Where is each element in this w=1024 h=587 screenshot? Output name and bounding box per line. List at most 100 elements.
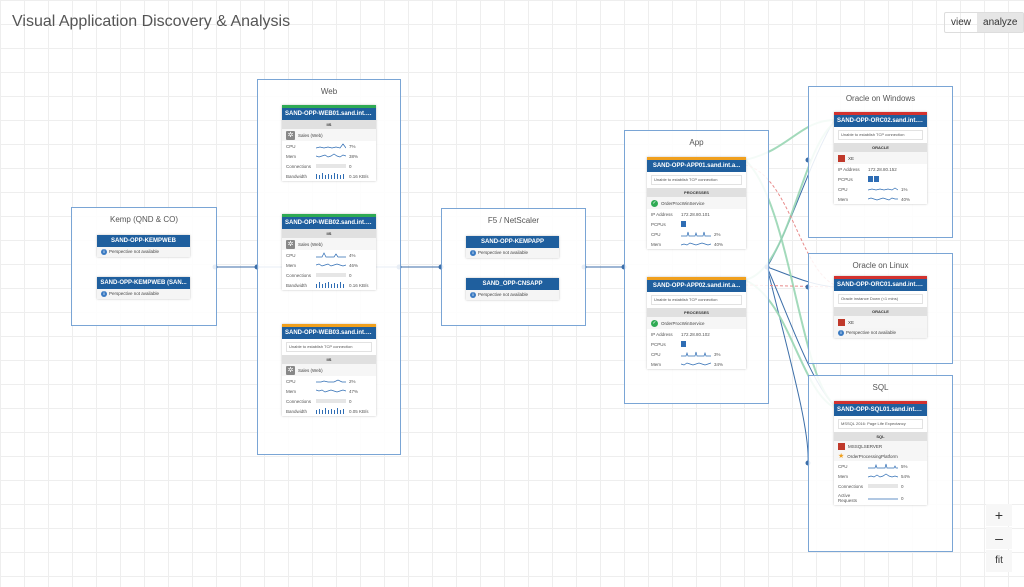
bar-sparkline	[316, 282, 344, 288]
site-row[interactable]: ✲Sales (Web)	[282, 238, 376, 250]
node-name[interactable]: SAND-OPP-WEB01.sand.int.a...	[282, 108, 376, 120]
node-card[interactable]: SAND-OPP-WEB03.sand.int.a... Unable to e…	[282, 324, 376, 416]
info-icon: i	[101, 290, 107, 297]
instance-row[interactable]: XE	[834, 316, 927, 328]
node-card[interactable]: SAND-OPP-ORC02.sand.int.a... Unable to e…	[834, 112, 927, 204]
node-card[interactable]: SAND-OPP-APP01.sand.int.a... Unable to e…	[647, 157, 746, 249]
node-name[interactable]: SAND-OPP-KEMPAPP	[466, 236, 559, 248]
info-icon: i	[470, 249, 476, 256]
gear-icon: ✲	[286, 130, 295, 140]
group-title: SQL	[872, 383, 889, 392]
node-name[interactable]: SAND-OPP-APP01.sand.int.a...	[647, 160, 746, 172]
node-name[interactable]: SAND-OPP-APP02.sand.int.a...	[647, 280, 746, 292]
page-title: Visual Application Discovery & Analysis	[12, 13, 291, 30]
node-card[interactable]: SAND-OPP-APP02.sand.int.a... Unable to e…	[647, 277, 746, 369]
node-name[interactable]: SAND-OPP-SQL01.sand.int.a...	[834, 404, 927, 416]
service-type: IIS	[282, 120, 376, 129]
group-oracle-linux[interactable]: Oracle on Linux SAND-OPP-ORC01.sand.int.…	[808, 253, 953, 364]
tcp-warning: Unable to establish TCP connection	[286, 342, 372, 352]
sparkline	[868, 463, 898, 469]
group-oracle-windows[interactable]: Oracle on Windows SAND-OPP-ORC02.sand.in…	[808, 86, 953, 238]
sparkline	[681, 351, 711, 357]
group-title: Kemp (QND & CO)	[109, 215, 178, 224]
metric-pcpus: PCPUs	[647, 219, 746, 229]
cpu-core-icon	[874, 176, 879, 182]
node-name[interactable]: SAND-OPP-ORC02.sand.int.a...	[834, 115, 927, 127]
service-type: IIS	[282, 355, 376, 364]
zoom-in-button[interactable]: +	[986, 504, 1012, 526]
cpu-core-icon	[681, 221, 686, 227]
site-row[interactable]: ✲Sales (Web)	[282, 129, 376, 141]
sparkline	[868, 197, 898, 201]
group-app[interactable]: App SAND-OPP-APP01.sand.int.a... Unable …	[624, 130, 769, 404]
sparkline	[316, 379, 346, 383]
database-icon	[838, 318, 845, 326]
analyze-mode-button[interactable]: analyze	[977, 13, 1024, 32]
group-sql[interactable]: SQL SAND-OPP-SQL01.sand.int.a... MSSQL 2…	[808, 375, 953, 552]
sparkline	[681, 362, 711, 366]
node-name[interactable]: SAND-OPP-WEB02.sand.int.a...	[282, 217, 376, 229]
instance-row[interactable]: XE	[834, 152, 927, 164]
gear-icon: ✲	[286, 365, 295, 375]
sparkline	[868, 187, 898, 191]
node-name[interactable]: SAND-OPP-KEMPWEB (SAN...	[97, 277, 190, 289]
service-row[interactable]: ✓OrderProcWinService	[647, 317, 746, 329]
fit-button[interactable]: fit	[986, 550, 1012, 572]
sparkline	[316, 143, 346, 149]
db-type: ORACLE	[834, 143, 927, 152]
node-name[interactable]: SAND-OPP-KEMPWEB	[97, 235, 190, 247]
cpu-core-icon	[681, 341, 686, 347]
info-icon: i	[101, 248, 107, 255]
site-row[interactable]: ✲Sales (Web)	[282, 364, 376, 376]
node-card[interactable]: SAND-OPP-SQL01.sand.int.a... MSSQL 2016:…	[834, 401, 927, 505]
metric-pcpus: PCPUs	[647, 339, 746, 349]
service-row[interactable]: ✓OrderProcWinService	[647, 197, 746, 209]
database-row[interactable]: ★OrderProcessingPlatform	[834, 451, 927, 461]
group-web[interactable]: Web SAND-OPP-WEB01.sand.int.a... IIS ✲Sa…	[257, 79, 401, 455]
processes-header: PROCESSES	[647, 308, 746, 317]
node-name[interactable]: SAND-OPP-ORC01.sand.int.a...	[834, 279, 927, 291]
bar-sparkline	[316, 408, 344, 414]
view-toggle: view analyze	[944, 12, 1024, 33]
node-name[interactable]: SAND-OPP-WEB03.sand.int.a...	[282, 327, 376, 339]
processes-header: PROCESSES	[647, 188, 746, 197]
link-app-sql-edge	[766, 266, 809, 464]
node-name[interactable]: SAND_OPP-CNSAPP	[466, 278, 559, 290]
node-card[interactable]: SAND-OPP-WEB01.sand.int.a... IIS ✲Sales …	[282, 105, 376, 181]
database-icon	[838, 442, 845, 450]
sparkline	[316, 263, 346, 267]
service-type: IIS	[282, 229, 376, 238]
node-card[interactable]: SAND-OPP-ORC01.sand.int.a... Oracle inst…	[834, 276, 927, 338]
metric-pcpus: PCPUs	[834, 174, 927, 184]
node-card[interactable]: SAND-OPP-WEB02.sand.int.a... IIS ✲Sales …	[282, 214, 376, 290]
tcp-warning: Unable to establish TCP connection	[651, 175, 742, 185]
zoom-out-button[interactable]: –	[986, 527, 1012, 549]
instance-row[interactable]: MSSQLSERVER	[834, 441, 927, 451]
view-mode-button[interactable]: view	[951, 17, 972, 28]
db-type: ORACLE	[834, 307, 927, 316]
